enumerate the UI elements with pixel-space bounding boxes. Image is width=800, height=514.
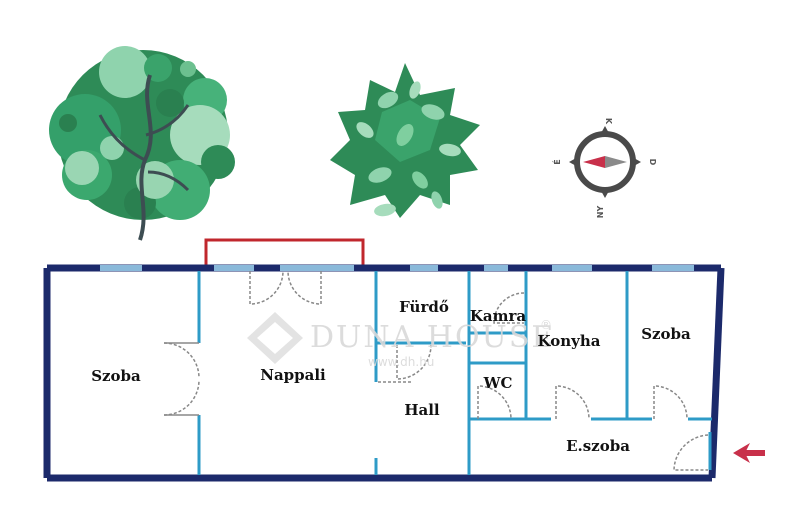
room-label-kamra: Kamra (470, 307, 527, 325)
round-tree-icon (49, 46, 235, 241)
room-label-eszoba: E.szoba (566, 437, 630, 455)
watermark-registered: ® (540, 318, 552, 332)
compass-east-label: D (648, 159, 657, 166)
room-label-szoba-left: Szoba (91, 367, 141, 385)
compass-icon: K D NY É (551, 118, 657, 218)
compass-north-label: K (604, 118, 613, 125)
room-label-nappali: Nappali (260, 366, 326, 384)
doors (163, 270, 709, 471)
room-label-wc: WC (483, 374, 513, 392)
room-label-konyha: Konyha (538, 332, 601, 350)
windows (100, 265, 694, 271)
watermark-url: www.dh.hu (368, 355, 434, 369)
balcony-outline (204, 238, 365, 268)
room-label-szoba-right: Szoba (641, 325, 691, 343)
duna-house-logo: DUNA HOUSE ® www.dh.hu (247, 312, 555, 369)
compass-west-label: É (551, 159, 562, 164)
outer-walls (43, 264, 725, 482)
room-label-furdo: Fürdő (399, 298, 449, 316)
interior-walls (197, 271, 712, 475)
compass-south-label: NY (596, 206, 605, 219)
watermark-brand: DUNA HOUSE (310, 320, 555, 355)
room-label-hall: Hall (404, 401, 440, 419)
spiky-bush-icon (330, 63, 480, 218)
entrance-arrow-icon (733, 443, 765, 463)
